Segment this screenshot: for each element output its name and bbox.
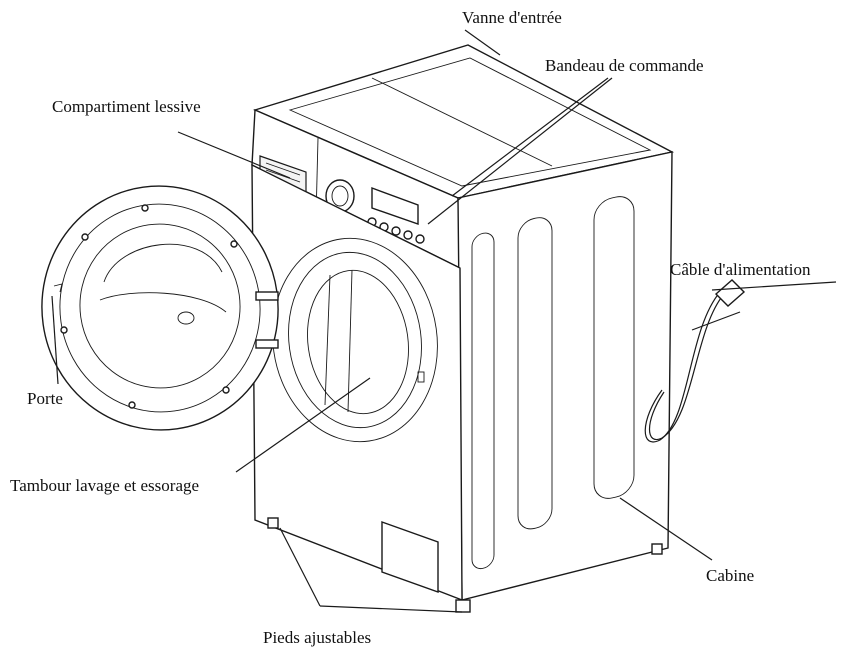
feet xyxy=(267,517,663,613)
panel-button xyxy=(391,226,401,236)
filter-hatch xyxy=(381,521,439,593)
display-window xyxy=(371,186,419,225)
foot xyxy=(651,543,663,555)
foot xyxy=(455,599,471,613)
label-inlet-valve: Vanne d'entrée xyxy=(462,8,562,27)
cabinet-side xyxy=(457,151,673,601)
panel-button xyxy=(415,234,425,244)
label-cabinet: Cabine xyxy=(706,566,754,585)
door-hinge xyxy=(255,291,279,301)
label-drum: Tambour lavage et essorage xyxy=(10,476,199,495)
label-feet: Pieds ajustables xyxy=(263,628,371,647)
label-control-panel: Bandeau de commande xyxy=(545,56,704,75)
drum-opening-outer xyxy=(272,237,438,443)
door-hinge xyxy=(255,339,279,349)
machine-front xyxy=(251,163,463,602)
label-door: Porte xyxy=(27,389,63,408)
label-power-cable: Câble d'alimentation xyxy=(670,260,811,279)
label-detergent-drawer: Compartiment lessive xyxy=(52,97,201,116)
power-cable xyxy=(644,279,746,443)
panel-button xyxy=(403,230,413,240)
foot xyxy=(267,517,279,529)
drum xyxy=(307,269,409,415)
leader-lines xyxy=(51,29,837,613)
door-assembly xyxy=(41,185,279,431)
power-plug xyxy=(714,279,746,307)
